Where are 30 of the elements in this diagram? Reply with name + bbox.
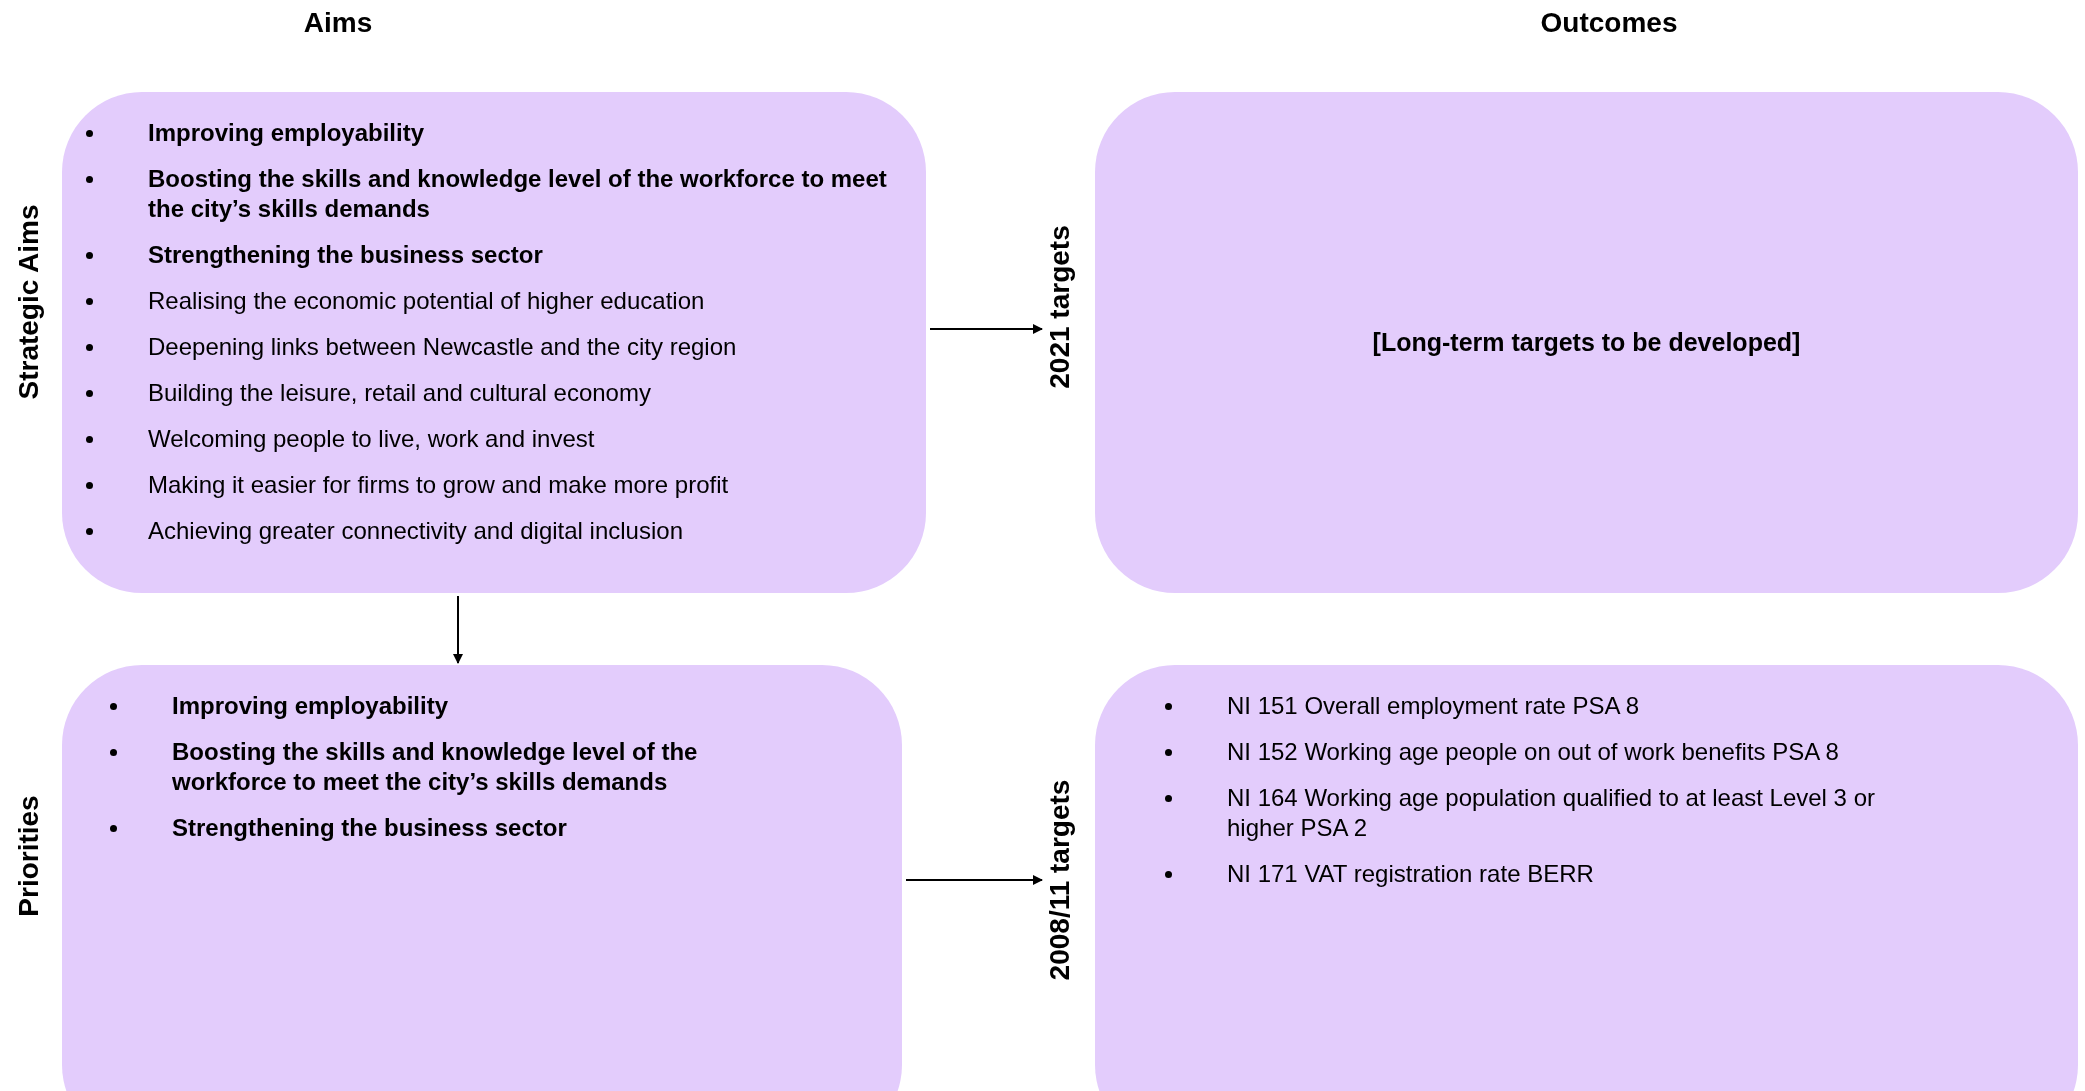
bullet-item: Boosting the skills and knowledge level of the workforce to meet the city’s skills demands xyxy=(172,737,699,797)
target-period-label: 2008/11 targets xyxy=(1039,779,1081,981)
bullet-item: Deepening links between Newcastle and the city region xyxy=(148,332,737,362)
bullet-item: Boosting the skills and knowledge level of the workforce to meet the city’s skills demands xyxy=(148,164,888,224)
arrow xyxy=(905,875,1043,885)
column-heading: Aims xyxy=(303,6,373,40)
bullet-item: Realising the economic potential of higher education xyxy=(148,286,705,316)
bullet-item: Achieving greater connectivity and digital inclusion xyxy=(148,516,683,546)
bullet-item: NI 164 Working age population qualified to at least Level 3 or higher PSA 2 xyxy=(1227,783,1876,843)
bullet-item: Making it easier for firms to grow and make more profit xyxy=(148,470,729,500)
bullet-item: Improving employability xyxy=(148,118,425,148)
arrow xyxy=(929,324,1043,334)
row-heading: Priorities xyxy=(12,795,45,917)
aims-panel xyxy=(62,92,926,593)
placeholder-text: [Long-term targets to be developed] xyxy=(1372,326,1801,358)
bullet-item: NI 171 VAT registration rate BERR xyxy=(1227,859,1594,889)
column-heading: Outcomes xyxy=(1540,6,1678,40)
bullet-item: Building the leisure, retail and cultural economy xyxy=(148,378,651,408)
bullet-item: Welcoming people to live, work and invest xyxy=(148,424,595,454)
outcome-panel xyxy=(1095,665,2078,1091)
bullet-item: NI 151 Overall employment rate PSA 8 xyxy=(1227,691,1640,721)
bullet-item: Improving employability xyxy=(172,691,449,721)
row-heading: Strategic Aims xyxy=(12,204,45,400)
bullet-item: Strengthening the business sector xyxy=(148,240,543,270)
arrow xyxy=(453,595,463,664)
aims-panel xyxy=(62,665,902,1091)
target-period-label: 2021 targets xyxy=(1039,225,1081,389)
outcome-panel xyxy=(1095,92,2078,593)
bullet-item: NI 152 Working age people on out of work benefits PSA 8 xyxy=(1227,737,1839,767)
bullet-item: Strengthening the business sector xyxy=(172,813,567,843)
